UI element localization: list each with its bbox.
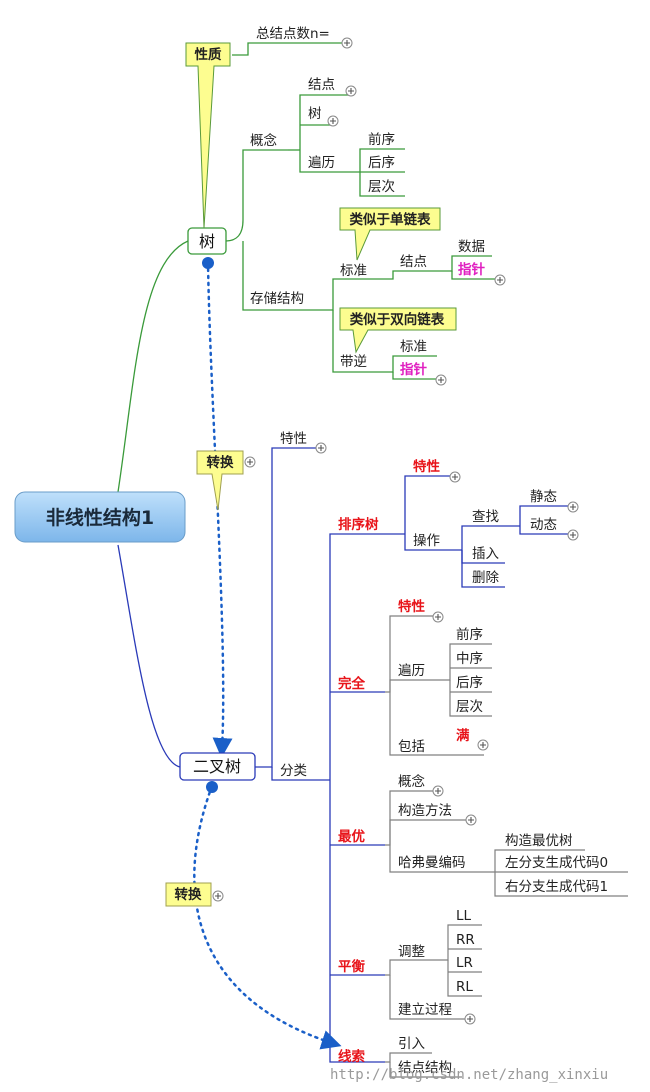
tree-node[interactable]: 树 <box>187 227 227 255</box>
with-parent-label: 带逆 <box>340 354 367 370</box>
callout-single-linked[interactable]: 类似于单链表 <box>339 207 441 261</box>
convert-label-2: 转换 <box>175 886 202 903</box>
threaded-node-struct-label: 结点结构 <box>398 1060 452 1076</box>
complete-preorder: 前序 <box>456 626 483 643</box>
complete-property-label: 特性 <box>398 598 425 615</box>
callout-single-label: 类似于单链表 <box>350 211 431 228</box>
root-node[interactable]: 非线性结构1 <box>14 491 186 543</box>
expand-plus-icon[interactable] <box>212 890 224 902</box>
concept-traversal-label: 遍历 <box>308 155 335 171</box>
adjust-ll: LL <box>456 908 472 924</box>
sorted-ops-label: 操作 <box>413 533 440 549</box>
convert-callout-2[interactable]: 转换 <box>165 882 212 907</box>
concept-tree-label: 树 <box>308 106 322 122</box>
search-static-label: 静态 <box>530 489 557 505</box>
complete-contains-label: 包括 <box>398 739 425 755</box>
huffman-label: 哈弗曼编码 <box>398 855 466 871</box>
bt-property-label: 特性 <box>280 431 307 447</box>
ops-insert-label: 插入 <box>472 546 499 562</box>
balanced-label: 平衡 <box>338 958 365 975</box>
standard-data-label: 数据 <box>458 239 485 255</box>
optimal-construct-label: 构造方法 <box>398 803 452 819</box>
binary-tree-label: 二叉树 <box>193 757 241 776</box>
complete-inorder: 中序 <box>456 651 483 667</box>
sorted-tree-label: 排序树 <box>338 516 379 533</box>
adjust-rl: RL <box>456 979 473 995</box>
convert-callout-1[interactable]: 转换 <box>196 450 244 511</box>
binary-connectors <box>117 447 572 1063</box>
root-label: 非线性结构1 <box>46 506 154 529</box>
optimal-concept-label: 概念 <box>398 773 425 790</box>
expand-plus-icon[interactable] <box>567 501 579 513</box>
huffman-right-label: 右分支生成代码1 <box>505 879 608 895</box>
standard-label: 标准 <box>340 263 367 279</box>
adjust-lr: LR <box>456 955 473 971</box>
huffman-left-label: 左分支生成代码0 <box>505 855 608 871</box>
callout-double-label: 类似于双向链表 <box>350 311 445 328</box>
threaded-intro-label: 引入 <box>398 1036 425 1052</box>
callout-nature[interactable]: 性质 <box>185 42 231 229</box>
bt-classify-label: 分类 <box>280 763 307 779</box>
expand-plus-icon[interactable] <box>567 529 579 541</box>
total-nodes-label: 总结点数n= <box>256 26 330 42</box>
expand-plus-icon[interactable] <box>432 785 444 797</box>
expand-plus-icon[interactable] <box>341 37 353 49</box>
with-parent-pointer: 指针 <box>400 361 427 378</box>
convert-label-1: 转换 <box>207 454 234 471</box>
build-process-label: 建立过程 <box>398 1002 452 1018</box>
sorted-property-label: 特性 <box>413 458 440 475</box>
ops-search-label: 查找 <box>472 509 499 525</box>
storage-label: 存储结构 <box>250 291 304 307</box>
threaded-label: 线索 <box>338 1048 365 1065</box>
expand-plus-icon[interactable] <box>465 814 477 826</box>
ops-delete-label: 删除 <box>472 570 499 586</box>
callout-double-linked[interactable]: 类似于双向链表 <box>339 307 457 354</box>
concept-node-label: 结点 <box>308 77 335 93</box>
expand-plus-icon[interactable] <box>327 115 339 127</box>
expand-plus-icon[interactable] <box>435 374 447 386</box>
expand-plus-icon[interactable] <box>494 274 506 286</box>
binary-tree-node[interactable]: 二叉树 <box>179 752 256 781</box>
complete-postorder: 后序 <box>456 675 483 691</box>
tree-levelorder: 层次 <box>368 179 395 195</box>
huffman-build-label: 构造最优树 <box>505 833 573 849</box>
link-handle[interactable] <box>202 257 214 269</box>
adjust-label: 调整 <box>398 944 425 960</box>
optimal-label: 最优 <box>338 828 365 845</box>
expand-plus-icon[interactable] <box>432 611 444 623</box>
watermark: http://blog.csdn.net/zhang_xinxiu <box>330 1067 608 1083</box>
conversion-links <box>193 260 342 1050</box>
with-parent-standard: 标准 <box>400 339 427 355</box>
tree-connectors <box>117 42 498 493</box>
standard-node-label: 结点 <box>400 254 427 270</box>
complete-full-label: 满 <box>456 727 470 744</box>
expand-plus-icon[interactable] <box>345 85 357 97</box>
expand-plus-icon[interactable] <box>464 1013 476 1025</box>
tree-label: 树 <box>199 232 215 251</box>
link-handle[interactable] <box>206 781 218 793</box>
expand-plus-icon[interactable] <box>477 739 489 751</box>
tree-preorder: 前序 <box>368 131 395 148</box>
expand-plus-icon[interactable] <box>449 471 461 483</box>
complete-label: 完全 <box>338 675 365 692</box>
concept-label: 概念 <box>250 132 277 149</box>
search-dynamic-label: 动态 <box>530 517 557 533</box>
gray-connectors <box>385 615 628 1078</box>
expand-plus-icon[interactable] <box>244 456 256 468</box>
complete-levelorder: 层次 <box>456 699 483 715</box>
standard-pointer-label: 指针 <box>458 261 485 278</box>
callout-nature-label: 性质 <box>195 46 222 63</box>
complete-traversal-label: 遍历 <box>398 663 425 679</box>
adjust-rr: RR <box>456 932 475 948</box>
tree-postorder: 后序 <box>368 155 395 171</box>
expand-plus-icon[interactable] <box>315 442 327 454</box>
